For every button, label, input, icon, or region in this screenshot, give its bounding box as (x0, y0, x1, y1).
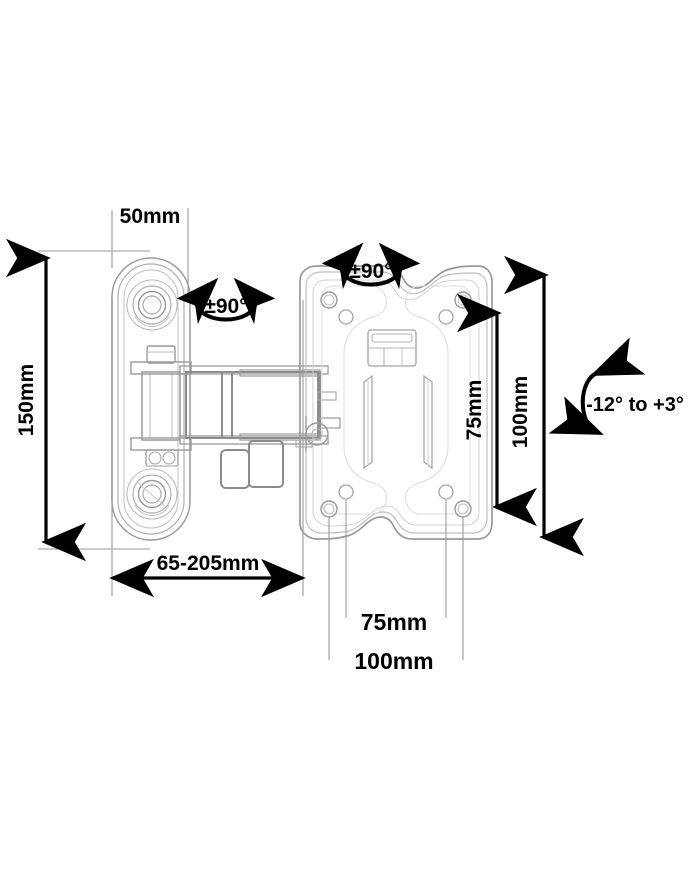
vesa-holes-75 (338, 309, 454, 500)
wall-plate-outline (111, 257, 191, 541)
wall-plate-hinge-column (130, 345, 192, 467)
dimension-50mm: 50mm (120, 205, 181, 228)
rotation-callout-tilt-label: -12° to +3° (586, 394, 684, 416)
dimension-75mm-horizontal-label: 75mm (361, 609, 427, 635)
rotation-callout-swivel-screen-label: ±90° (349, 260, 392, 283)
tilt-hub (295, 416, 329, 452)
dimension-65-205mm: 65-205mm (109, 552, 306, 598)
vesa-ribs (363, 374, 433, 470)
dimension-100mm-horizontal: 100mm (354, 648, 433, 674)
dimension-75mm-vertical: 75mm (457, 293, 537, 527)
extension-arm-assembly (179, 365, 341, 489)
dimension-100mm-vertical: 100mm (503, 255, 584, 557)
dimension-100mm-horizontal-label: 100mm (354, 648, 433, 674)
rotation-callout-tilt: -12° to +3° (548, 337, 684, 435)
rotation-callout-swivel-wall: ±90° (176, 277, 276, 325)
dimension-150mm: 150mm (5, 238, 86, 562)
wall-plate-bottom-bolt (126, 468, 178, 520)
dimension-75mm-horizontal: 75mm (361, 609, 427, 635)
rotation-callout-swivel-wall-label: ±90° (204, 295, 247, 318)
dimension-75mm-vertical-label: 75mm (463, 380, 486, 441)
dimension-65-205mm-label: 65-205mm (157, 552, 260, 575)
vesa-center-bracket (367, 329, 417, 367)
dimension-50mm-label: 50mm (120, 205, 181, 228)
rotation-callout-swivel-screen: ±90° (321, 242, 421, 290)
dimension-150mm-label: 150mm (15, 364, 38, 436)
wall-plate-top-bolt (126, 279, 178, 331)
dimension-100mm-vertical-label: 100mm (509, 376, 532, 448)
wall-plate-assembly (111, 257, 192, 541)
